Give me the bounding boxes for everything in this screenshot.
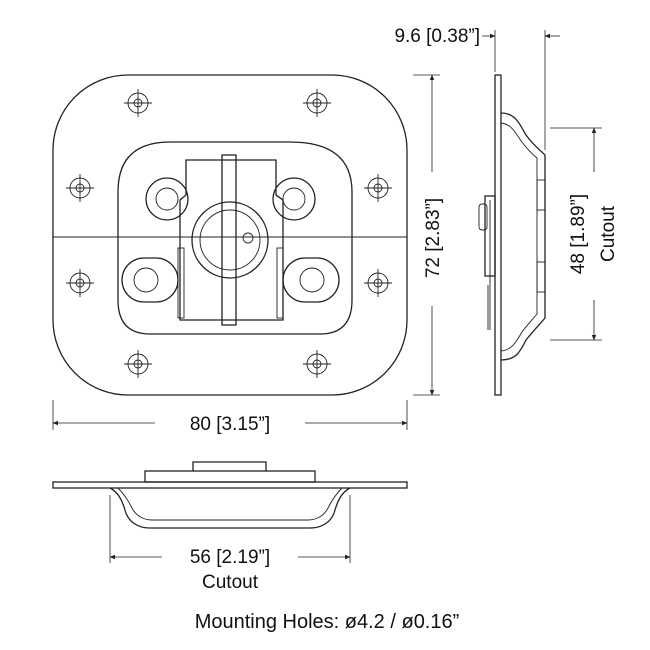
recess-outline (117, 141, 353, 335)
mounting-hole (124, 350, 152, 378)
mounting-holes-caption: Mounting Holes: ø4.2 / ø0.16” (195, 611, 460, 633)
side-view (478, 74, 546, 396)
mounting-hole (66, 174, 94, 202)
side-latch-stem (478, 195, 496, 330)
cutout-width-dimension-label: 56 [2.19”] (190, 547, 270, 568)
latch-body (177, 154, 284, 326)
depth-dimension-label: 9.6 [0.38”] (394, 26, 480, 47)
cutout-height-note: Cutout (598, 205, 619, 262)
mounting-hole (303, 89, 331, 117)
side-flange (494, 74, 502, 396)
mounting-hole (303, 350, 331, 378)
dimension-cutout-width: 56 [2.19”] Cutout (109, 495, 351, 593)
cutout-height-dimension-label: 48 [1.89”] (568, 194, 589, 274)
rivet-boss (145, 177, 189, 221)
bottom-recess-profile (109, 487, 351, 529)
bottom-flange (52, 481, 408, 489)
rivet-boss (272, 177, 316, 221)
rivet-boss (282, 257, 340, 303)
dimension-cutout-height: 48 [1.89”] Cutout (550, 127, 619, 341)
height-dimension-label: 72 [2.83”] (423, 198, 444, 278)
front-view (52, 74, 408, 396)
dimension-depth: 9.6 [0.38”] (394, 26, 560, 150)
mounting-hole (364, 269, 392, 297)
rivet-boss (121, 257, 179, 303)
side-recess-profile (500, 112, 546, 361)
mounting-hole (124, 89, 152, 117)
cutout-width-note: Cutout (202, 572, 259, 593)
width-dimension-label: 80 [3.15”] (190, 414, 270, 435)
mounting-hole (66, 269, 94, 297)
front-plate-outline (52, 74, 408, 396)
dimension-height: 72 [2.83”] (413, 74, 444, 396)
dimension-width: 80 [3.15”] (52, 400, 408, 435)
bottom-view (52, 461, 408, 529)
mounting-hole (364, 174, 392, 202)
